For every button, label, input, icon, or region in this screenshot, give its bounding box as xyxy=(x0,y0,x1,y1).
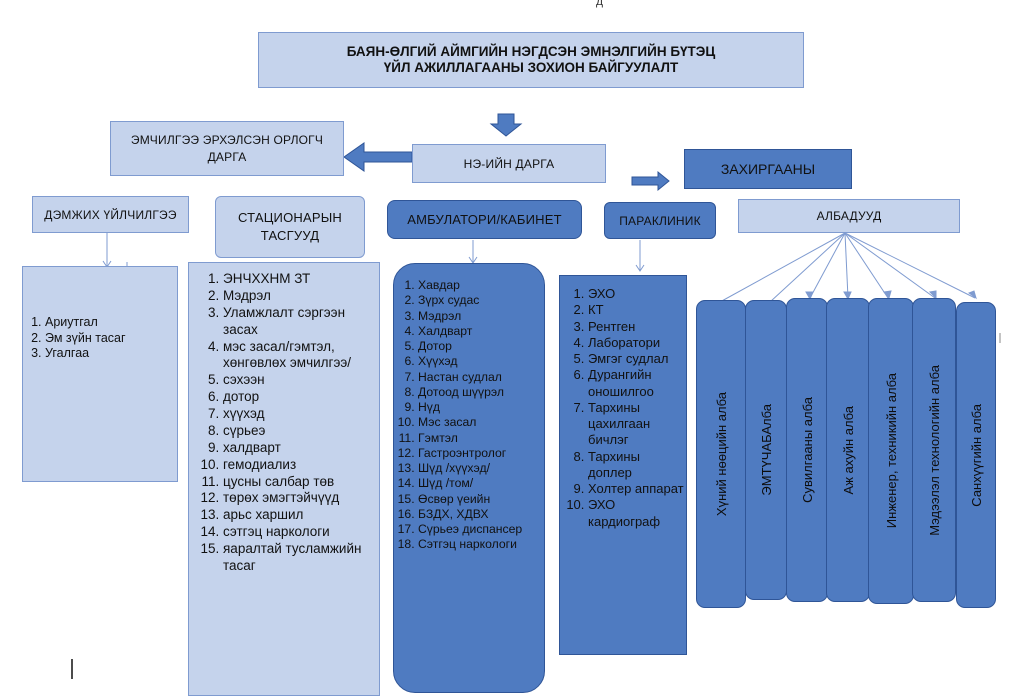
list-item-ambulatory: Сэтгэц наркологи xyxy=(418,537,544,552)
department-column: Хүний нөөцийн алба xyxy=(696,300,746,608)
list-item-paraclinic: Рентген xyxy=(588,319,686,335)
node-ambulatory: АМБУЛАТОРИ/КАБИНЕТ xyxy=(387,200,582,239)
list-item-paraclinic: Холтер аппарат xyxy=(588,481,686,497)
list-item-inpatient: яаралтай тусламжийн тасаг xyxy=(223,541,379,575)
department-label: ЭМТҮЧАБАлба xyxy=(758,404,774,496)
node-inpatient: СТАЦИОНАРЫН ТАСГУУД xyxy=(215,196,365,258)
department-label: Санхүүгийн алба xyxy=(968,403,984,507)
node-paraclinic: ПАРАКЛИНИК xyxy=(604,202,716,239)
list-paraclinic: ЭХОКТРентгенЛабораториЭмгэг судлалДуранг… xyxy=(559,275,687,655)
list-item-ambulatory: Мэдрэл xyxy=(418,309,544,324)
list-item-ambulatory: Дотор xyxy=(418,339,544,354)
list-item-inpatient: сэхээн xyxy=(223,372,379,389)
title-line-1: БАЯН-ӨЛГИЙ АЙМГИЙН НЭГДСЭН ЭМНЭЛГИЙН БҮТ… xyxy=(346,44,716,60)
node-deputy: ЭМЧИЛГЭЭ ЭРХЭЛСЭН ОРЛОГЧ ДАРГА xyxy=(110,121,344,176)
list-item-inpatient: сүрьеэ xyxy=(223,423,379,440)
arrow-left-deputy xyxy=(343,142,413,172)
list-item-support: Угалгаа xyxy=(45,346,177,362)
department-label: Мэдээлэл технологийн алба xyxy=(926,364,942,536)
node-departments: АЛБАДУУД xyxy=(738,199,960,233)
list-item-paraclinic: КТ xyxy=(588,302,686,318)
list-item-inpatient: Уламжлалт сэргээн засах xyxy=(223,305,379,339)
list-item-ambulatory: Өсвөр үеийн xyxy=(418,492,544,507)
list-item-ambulatory: Хавдар xyxy=(418,278,544,293)
list-item-paraclinic: Эмгэг судлал xyxy=(588,351,686,367)
list-ambulatory: ХавдарЗүрх судасМэдрэлХалдвартДоторХүүхэ… xyxy=(393,263,545,693)
list-item-ambulatory: Дотоод шүүрэл xyxy=(418,385,544,400)
list-item-support: Эм зүйн тасаг xyxy=(45,331,177,347)
node-director: НЭ-ИЙН ДАРГА xyxy=(412,144,606,183)
list-item-ambulatory: Хүүхэд xyxy=(418,354,544,369)
list-item-ambulatory: Гастроэнтролог xyxy=(418,446,544,461)
fan-lines xyxy=(719,232,977,303)
node-support: ДЭМЖИХ ҮЙЛЧИЛГЭЭ xyxy=(32,196,189,233)
department-column: ЭМТҮЧАБАлба xyxy=(745,300,787,600)
list-item-ambulatory: Зүрх судас xyxy=(418,293,544,308)
arrow-ambulatory-list xyxy=(468,240,478,264)
list-item-inpatient: халдварт xyxy=(223,440,379,457)
list-item-inpatient: Мэдрэл xyxy=(223,288,379,305)
list-item-paraclinic: ЭХО xyxy=(588,286,686,302)
list-item-inpatient: мэс засал/гэмтэл, хөнгөвлөх эмчилгээ/ xyxy=(223,339,379,373)
node-admin: ЗАХИРГААНЫ xyxy=(684,149,852,189)
list-item-inpatient: ЭНЧХХНМ ЗТ xyxy=(223,271,379,288)
list-item-inpatient: гемодиализ xyxy=(223,457,379,474)
list-item-ambulatory: Нүд xyxy=(418,400,544,415)
list-item-paraclinic: ЭХО кардиограф xyxy=(588,497,686,530)
list-item-paraclinic: Тархины цахилгаан бичлэг xyxy=(588,400,686,449)
department-column: Аж ахуйн алба xyxy=(826,298,870,602)
list-item-paraclinic: Дурангийн оношилгоо xyxy=(588,367,686,400)
list-item-ambulatory: БЗДХ, ХДВХ xyxy=(418,507,544,522)
chart-title: БАЯН-ӨЛГИЙ АЙМГИЙН НЭГДСЭН ЭМНЭЛГИЙН БҮТ… xyxy=(258,32,804,88)
list-item-ambulatory: Шүд /хүүхэд/ xyxy=(418,461,544,476)
department-label: Аж ахуйн алба xyxy=(840,405,856,495)
list-item-ambulatory: Шүд /том/ xyxy=(418,476,544,491)
title-line-2: ҮЙЛ АЖИЛЛАГААНЫ ЗОХИОН БАЙГУУЛАЛТ xyxy=(383,60,679,75)
list-item-ambulatory: Настан судлал xyxy=(418,370,544,385)
list-item-ambulatory: Гэмтэл xyxy=(418,431,544,446)
list-support: АриутгалЭм зүйн тасагУгалгаа xyxy=(22,266,178,482)
department-label: Сувилгааны алба xyxy=(799,397,815,503)
top-fragment-text: д xyxy=(596,0,604,8)
department-column: Инженер, техникийн алба xyxy=(868,298,914,604)
department-label: Инженер, техникийн алба xyxy=(883,373,899,529)
arrow-paraclinic-list xyxy=(635,240,645,272)
arrow-support-list xyxy=(102,232,112,268)
list-item-paraclinic: Тархины доплер xyxy=(588,449,686,482)
list-item-ambulatory: Мэс засал xyxy=(418,415,544,430)
list-inpatient: ЭНЧХХНМ ЗТМэдрэлУламжлалт сэргээн засахм… xyxy=(188,262,380,696)
arrow-down-title xyxy=(489,113,523,137)
department-label: Хүний нөөцийн алба xyxy=(713,391,729,517)
list-item-support: Ариутгал xyxy=(45,315,177,331)
list-item-ambulatory: Халдварт xyxy=(418,324,544,339)
department-column: Мэдээлэл технологийн алба xyxy=(912,298,956,602)
arrow-right-admin xyxy=(631,170,670,192)
list-item-inpatient: арьс харшил xyxy=(223,507,379,524)
list-item-paraclinic: Лаборатори xyxy=(588,335,686,351)
list-item-inpatient: цусны салбар төв xyxy=(223,474,379,491)
list-item-inpatient: дотор xyxy=(223,389,379,406)
department-column: Сувилгааны алба xyxy=(786,298,828,602)
department-column: Санхүүгийн алба xyxy=(956,302,996,608)
list-item-ambulatory: Сүрьеэ диспансер xyxy=(418,522,544,537)
list-item-inpatient: хүүхэд xyxy=(223,406,379,423)
list-item-inpatient: сэтгэц наркологи xyxy=(223,524,379,541)
list-item-inpatient: төрөх эмэгтэйчүүд xyxy=(223,490,379,507)
